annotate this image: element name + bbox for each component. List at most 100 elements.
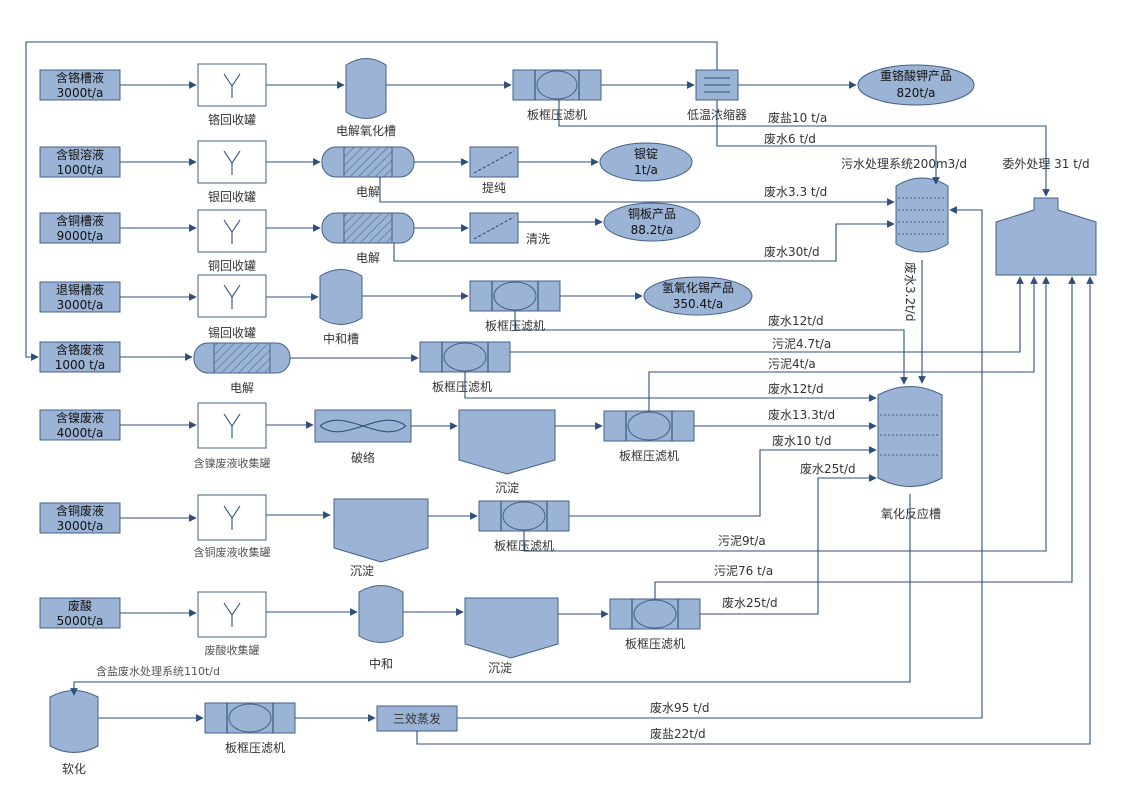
product-tin-hydroxide: 氢氧化锡产品 350.4t/a: [643, 276, 753, 316]
source-label: 含铬槽液: [56, 70, 104, 85]
purifier: 提纯: [469, 146, 519, 195]
source-copper-waste: 含铜废液 3000t/a: [39, 502, 121, 534]
source-quantity: 1000t/a: [57, 163, 104, 177]
filter-press: 板框压滤机: [478, 500, 570, 553]
chrome-recovery-tank: 铬回收罐: [197, 63, 267, 127]
equipment-label: 沉淀: [488, 661, 512, 675]
product-quantity: 1t/a: [634, 163, 658, 177]
flow-lines: [25, 41, 1094, 745]
nickel-collection-tank: 含镍废液收集罐: [194, 402, 271, 470]
filter-press: 板框压滤机: [609, 598, 701, 651]
salt-system-label: 含盐废水处理系统110t/d: [96, 664, 220, 678]
flow-label: 废水95 t/d: [650, 700, 709, 715]
triple-effect-evaporator: 三效蒸发: [376, 705, 458, 732]
settling-tank: 沉淀: [458, 409, 556, 495]
product-label: 银锭: [634, 147, 658, 161]
source-label: 含铜废液: [56, 503, 104, 518]
equipment-label: 氧化反应槽: [881, 506, 941, 521]
flow-label: 废水25t/d: [800, 461, 856, 476]
flow-label: 废水13.3t/d: [768, 407, 835, 422]
system-label: 污水处理系统200m3/d: [841, 157, 967, 171]
equipment-label: 沉淀: [350, 564, 374, 578]
source-quantity: 5000t/a: [57, 614, 104, 628]
flow-label: 废水12t/d: [768, 313, 824, 328]
neutralization-tank: 中和槽: [319, 269, 363, 346]
equipment-label: 电解: [356, 185, 380, 199]
flow-label: 污泥4t/a: [768, 357, 816, 371]
source-quantity: 9000t/a: [57, 229, 104, 243]
low-temperature-concentrator: 低温浓缩器: [687, 69, 747, 122]
equipment-label: 板框压滤机: [432, 380, 492, 394]
product-copper-plate: 铜板产品 88.2t/a: [603, 202, 701, 242]
equipment-label: 电解: [230, 381, 254, 395]
electrolysis-cell: 电解: [321, 212, 415, 265]
tin-recovery-tank: 锡回收罐: [197, 274, 267, 340]
tank-label: 铬回收罐: [208, 112, 256, 127]
equipment-label: 沉淀: [495, 481, 519, 495]
acid-collection-tank: 废酸收集罐: [197, 591, 267, 657]
product-quantity: 88.2t/a: [631, 223, 674, 237]
equipment-label: 中和槽: [323, 331, 359, 346]
filter-press: 板框压滤机: [603, 410, 695, 463]
equipment-label: 中和: [369, 656, 393, 671]
product-dichromate: 重铬酸钾产品 820t/a: [857, 64, 975, 106]
flow-label: 废水30t/d: [764, 244, 820, 259]
source-label: 含铬废液: [56, 342, 104, 357]
source-silver-solution: 含银溶液 1000t/a: [39, 146, 121, 178]
flow-label: 废水25t/d: [722, 595, 778, 610]
tank-label: 含镍废液收集罐: [194, 456, 271, 470]
filter-press: 板框压滤机: [469, 280, 561, 333]
flow-label: 污泥4.7t/a: [772, 337, 831, 351]
flow-label: 废盐22t/d: [650, 726, 706, 741]
copper-recovery-tank: 铜回收罐: [197, 209, 267, 273]
source-chrome-waste: 含铬废液 1000 t/a: [39, 341, 121, 373]
source-quantity: 3000t/a: [57, 298, 104, 312]
source-quantity: 3000t/a: [57, 519, 104, 533]
product-label: 重铬酸钾产品: [880, 68, 952, 83]
settling-tank: 沉淀: [333, 498, 429, 578]
tank-label: 含铜废液收集罐: [194, 545, 271, 559]
copper-waste-collection-tank: 含铜废液收集罐: [194, 494, 271, 559]
softening-tank: 软化: [49, 690, 99, 776]
equipment-label: 提纯: [482, 180, 506, 195]
flow-label: 废水3.3 t/d: [764, 184, 827, 199]
silver-recovery-tank: 银回收罐: [197, 140, 267, 204]
equipment-label: 板框压滤机: [225, 741, 285, 755]
source-copper-bath: 含铜槽液 9000t/a: [39, 212, 121, 244]
complex-breaking-unit: 破络: [314, 409, 412, 465]
electrolysis-cell: 电解: [321, 146, 415, 199]
equipment-label: 软化: [62, 762, 86, 776]
equipment-label: 破络: [351, 450, 375, 465]
source-chrome-bath: 含铬槽液 3000t/a: [39, 69, 121, 101]
flow-labels: 废盐10 t/a 废水6 t/d 废水3.3 t/d 废水30t/d 废水3.2…: [650, 110, 918, 741]
flow-label: 废水12t/d: [768, 381, 824, 396]
product-quantity: 820t/a: [896, 86, 935, 100]
flow-label: 废盐10 t/a: [768, 110, 827, 125]
filter-press: 板框压滤机: [512, 69, 602, 122]
equipment-label: 板框压滤机: [527, 108, 587, 122]
flow-label: 废水6 t/d: [764, 131, 816, 146]
filter-press: 板框压滤机: [204, 702, 296, 755]
product-quantity: 350.4t/a: [673, 297, 723, 311]
settling-tank: 沉淀: [464, 597, 559, 675]
equipment-label: 清洗: [526, 232, 550, 246]
product-label: 氢氧化锡产品: [662, 280, 734, 295]
source-nickel-waste: 含镍废液 4000t/a: [39, 409, 121, 441]
washer: 清洗: [469, 212, 550, 246]
oxidation-reaction-tank: 氧化反应槽: [877, 386, 943, 521]
source-tin-stripping: 退锡槽液 3000t/a: [39, 281, 121, 313]
flow-label: 污泥76 t/a: [714, 564, 773, 578]
source-waste-acid: 废酸 5000t/a: [39, 597, 121, 629]
product-label: 铜板产品: [628, 206, 676, 221]
equipment-label: 电解: [356, 251, 380, 265]
source-label: 含镍废液: [56, 410, 104, 425]
source-label: 退锡槽液: [56, 282, 104, 297]
electrolysis-cell: 电解: [193, 342, 291, 395]
filter-press: 板框压滤机: [419, 341, 511, 394]
source-label: 废酸: [68, 598, 92, 613]
equipment-label: 三效蒸发: [393, 711, 441, 726]
tank-label: 废酸收集罐: [205, 643, 260, 657]
tank-label: 铜回收罐: [208, 258, 256, 273]
flow-label: 废水10 t/d: [772, 433, 831, 448]
